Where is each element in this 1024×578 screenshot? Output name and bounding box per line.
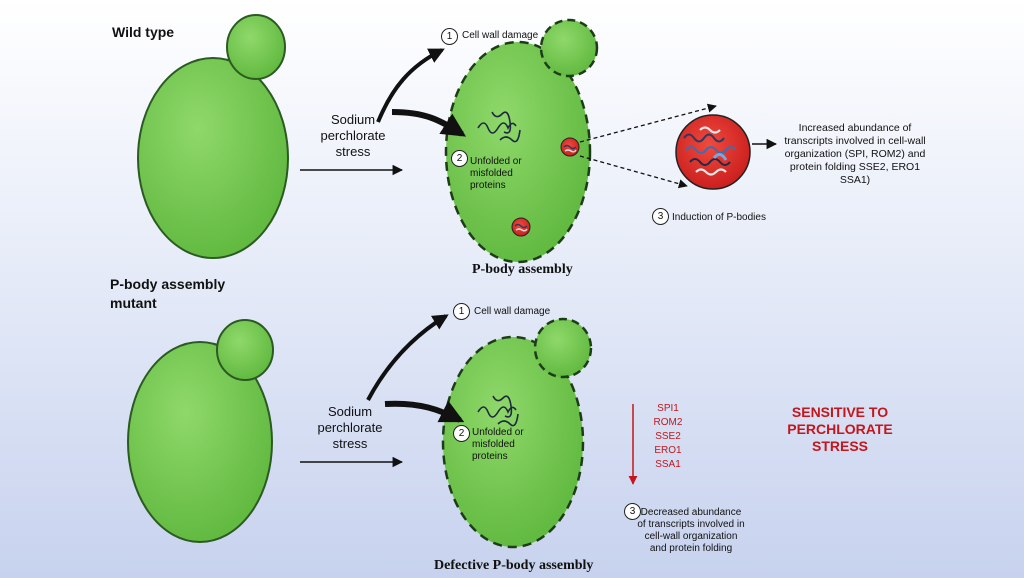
mutant-misfolded-protein-2 [492,395,513,418]
mutant-step2-label: Unfolded or misfolded proteins [472,427,524,462]
wt-stressed-cell [444,18,599,264]
mutant-misfolded-protein-3 [497,413,519,427]
mutant-caption: Defective P-body assembly [434,558,594,573]
mutant-misfolded-protein-1 [477,406,517,418]
wt-misfolded-protein-3 [499,129,521,143]
wt-arrow-unfolded-proteins [391,109,467,137]
wt-pbody-zoomed [675,114,751,190]
wt-arrow-to-zoom-bottom [579,155,688,189]
wt-pbody-small-2 [511,217,531,237]
mutant-title: P-body assembly mutant [110,276,226,311]
mutant-arrow-unfolded-proteins [384,400,465,423]
wt-resting-cell [137,14,289,259]
wt-pbody-small-1 [560,137,580,157]
mutant-step1-badge: 1 [453,303,470,320]
mutant-step3-badge: 3 [624,503,641,520]
mutant-stressed-cell [441,317,593,549]
wt-stress-label: Sodium perchlorate stress [320,112,386,159]
wt-step2-badge: 2 [451,150,468,167]
wt-arrow-to-zoom-top [579,103,717,143]
gene-label: ROM2 [653,417,683,428]
mutant-resting-cell [127,319,274,543]
gene-label: SSE2 [655,431,681,442]
gene-label: SPI1 [657,403,679,414]
wt-step1-label: Cell wall damage [462,30,539,41]
mutant-step2-badge: 2 [453,425,470,442]
mutant-step1-label: Cell wall damage [474,306,551,317]
wt-misfolded-protein-2 [491,111,512,134]
gene-label: ERO1 [654,445,682,456]
mutant-phenotype: SENSITIVE TO PERCHLORATE STRESS [787,404,893,454]
wt-step3-badge: 3 [652,208,669,225]
mutant-stress-label: Sodium perchlorate stress [317,404,383,451]
wt-step3-label: Induction of P-bodies [672,212,766,223]
wt-step1-badge: 1 [441,28,458,45]
wt-title: Wild type [112,24,175,40]
mutant-step3-label: Decreased abundance of transcripts invol… [637,507,745,554]
wt-step2-label: Unfolded or misfolded proteins [470,156,522,191]
gene-label: SSA1 [655,459,681,470]
wt-caption: P-body assembly [472,262,573,277]
wt-arrow-cell-wall-damage [376,48,445,123]
mutant-arrow-cell-wall-damage [366,314,449,401]
wt-outcome-text: Increased abundance of transcripts invol… [784,122,926,186]
mutant-gene-list: SPI1 ROM2 SSE2 ERO1 SSA1 [648,402,688,472]
